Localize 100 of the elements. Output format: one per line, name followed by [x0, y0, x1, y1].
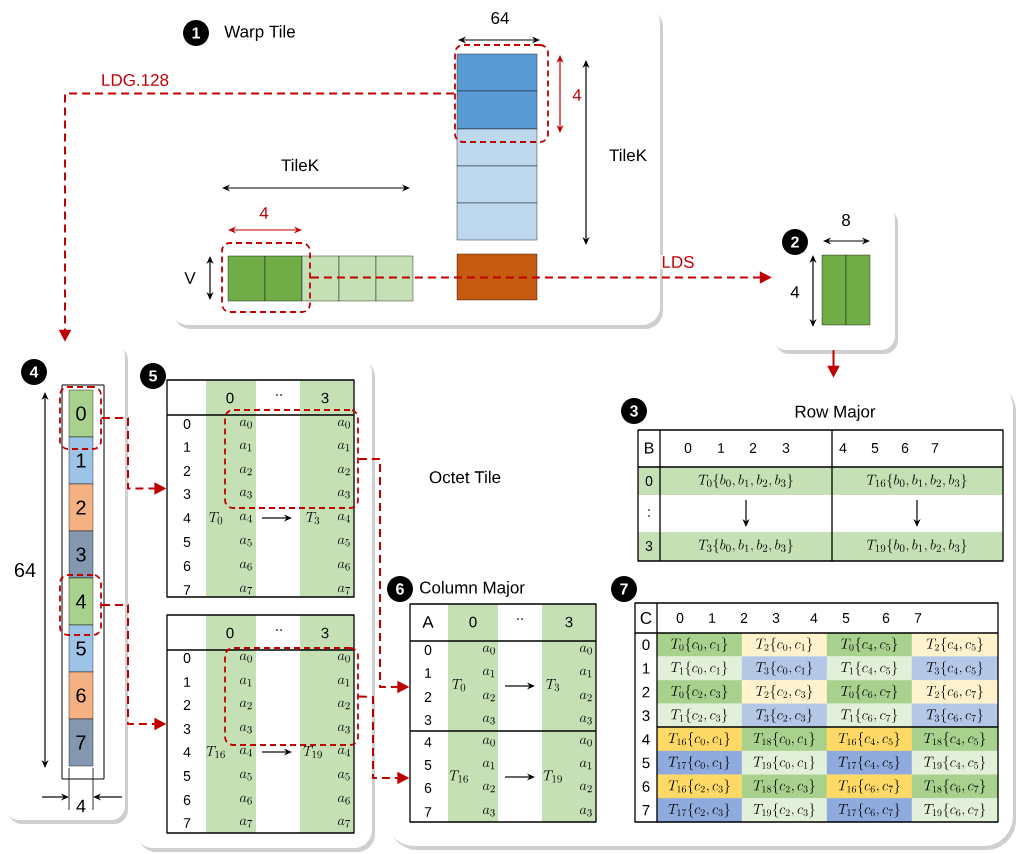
table-entry: $a_0$ [483, 645, 495, 655]
table-cell: $T_{17}\{c_2, c_3\}$ [656, 798, 743, 823]
row-number: 2 [642, 686, 650, 698]
row-number: 2 [424, 692, 432, 702]
table-entry: $a_1$ [240, 442, 252, 452]
table-entry: $a_0$ [580, 737, 592, 747]
table-entry: $a_3$ [338, 724, 350, 734]
table-entry: $a_2$ [240, 466, 252, 476]
table-entry: $a_5$ [338, 537, 350, 547]
table-entry: $a_5$ [240, 537, 252, 547]
dashed-outline [221, 242, 311, 313]
row-number: 4 [183, 747, 191, 757]
step-badge: 2 [782, 229, 808, 255]
row-number: 7 [424, 807, 432, 817]
dimension-label: TileK [609, 148, 647, 162]
table-entry: $a_3$ [580, 715, 592, 725]
table-entry: $T_0\{b_0, b_1, b_2, b_3\}$ [698, 473, 793, 489]
strip-cell: 4 [68, 577, 94, 626]
column-number: 5 [871, 443, 879, 453]
table-cell: $T_3\{c_0, c_1\}$ [741, 656, 828, 681]
column-number: .. [276, 629, 282, 631]
row-number: 5 [642, 757, 650, 769]
panel-title: Octet Tile [429, 470, 501, 484]
table-cell: $T_{19}\{c_4, c_5\}$ [911, 750, 999, 775]
table-cell: $T_1\{c_2, c_3\}$ [656, 703, 743, 728]
table-entry: $T_3\{b_0, b_1, b_2, b_3\}$ [698, 538, 793, 554]
table-entry: $a_0$ [338, 419, 350, 429]
column-number: 4 [839, 443, 847, 453]
row-number: 4 [642, 734, 650, 745]
table-entry: $a_6$ [240, 795, 252, 805]
row-number: 5 [183, 537, 191, 547]
table-cell: $T_0\{c_2, c_3\}$ [656, 680, 743, 705]
column-number: 6 [901, 443, 909, 453]
table-cell: $T_2\{c_6, c_7\}$ [911, 680, 999, 705]
table-entry: $a_0$ [338, 653, 350, 663]
table-entry: $a_2$ [580, 692, 592, 702]
table-entry: $a_0$ [240, 653, 252, 663]
table-title: Row Major [795, 405, 876, 421]
row-number: 1 [643, 663, 650, 674]
strip-cell: 6 [68, 671, 94, 720]
table-cell: $T_1\{c_4, c_5\}$ [826, 656, 913, 681]
dashed-outline [59, 574, 102, 636]
row-number: 6 [183, 561, 191, 571]
table-entry: $a_3$ [338, 489, 350, 499]
table-entry: $a_1$ [338, 677, 350, 687]
dimension-label: 4 [790, 286, 800, 298]
table-cell: $T_3\{c_4, c_5\}$ [911, 656, 999, 681]
edge-label: LDS [660, 255, 696, 269]
table-cell: $T_1\{c_6, c_7\}$ [826, 703, 913, 728]
table-cell: $T_0\{c_6, c_7\}$ [826, 680, 913, 705]
table-entry: $a_5$ [338, 771, 350, 781]
dashed-outline [224, 409, 359, 509]
row-number: 0 [183, 419, 191, 429]
row-number: 3 [424, 715, 432, 725]
row-number: 4 [183, 513, 191, 523]
table-entry: $a_6$ [240, 561, 252, 571]
column-number: 0 [676, 613, 684, 623]
row-number: 2 [183, 700, 191, 710]
table [634, 602, 999, 823]
table-entry: $a_3$ [240, 489, 252, 499]
row-number: 5 [424, 760, 432, 770]
table-cell: $T_{18}\{c_4, c_5\}$ [911, 727, 999, 752]
row-number: 6 [424, 783, 432, 793]
table-cell: $T_{18}\{c_2, c_3\}$ [741, 774, 828, 799]
strip-cell: 7 [68, 718, 94, 767]
table-cell: $T_3\{c_2, c_3\}$ [741, 703, 828, 728]
table-cell: $T_{16}\{c_2, c_3\}$ [656, 774, 743, 799]
row-number: 6 [183, 795, 191, 805]
dimension-label: 8 [842, 214, 850, 226]
row-number: 1 [184, 442, 191, 452]
table-entry: $a_0$ [483, 737, 495, 747]
table-entry: $a_3$ [240, 724, 252, 734]
dashed-outline [59, 386, 102, 450]
table-cell: $T_2\{c_2, c_3\}$ [741, 680, 828, 705]
row-number: 0 [645, 476, 653, 486]
row-number: 4 [424, 737, 432, 747]
table-entry: $a_1$ [580, 760, 592, 770]
table-entry: $a_1$ [580, 668, 592, 678]
table-entry: $a_3$ [580, 807, 592, 817]
table-entry: $a_2$ [483, 692, 495, 702]
table-entry: $a_6$ [338, 795, 350, 805]
dimension-label: 64 [14, 562, 36, 578]
table-cell: $T_{17}\{c_4, c_5\}$ [826, 750, 913, 775]
step-badge: 3 [621, 398, 647, 424]
row-number: 0 [642, 639, 650, 651]
column-number: 2 [749, 443, 757, 453]
column-number: 4 [810, 613, 818, 623]
table-entry: $a_1$ [240, 677, 252, 687]
table [166, 379, 355, 598]
dimension-label: TileK [281, 158, 319, 172]
table-header: C [640, 612, 652, 624]
table-cell: $T_2\{c_4, c_5\}$ [911, 632, 999, 657]
table-cell: $T_{19}\{c_6, c_7\}$ [911, 798, 999, 823]
column-number: .. [276, 394, 282, 396]
step-badge: 5 [140, 363, 166, 389]
row-number: 5 [183, 771, 191, 781]
table [166, 614, 355, 834]
step-badge: 1 [183, 20, 209, 46]
table-title: Column Major [420, 581, 525, 597]
table-entry: $a_1$ [483, 668, 495, 678]
